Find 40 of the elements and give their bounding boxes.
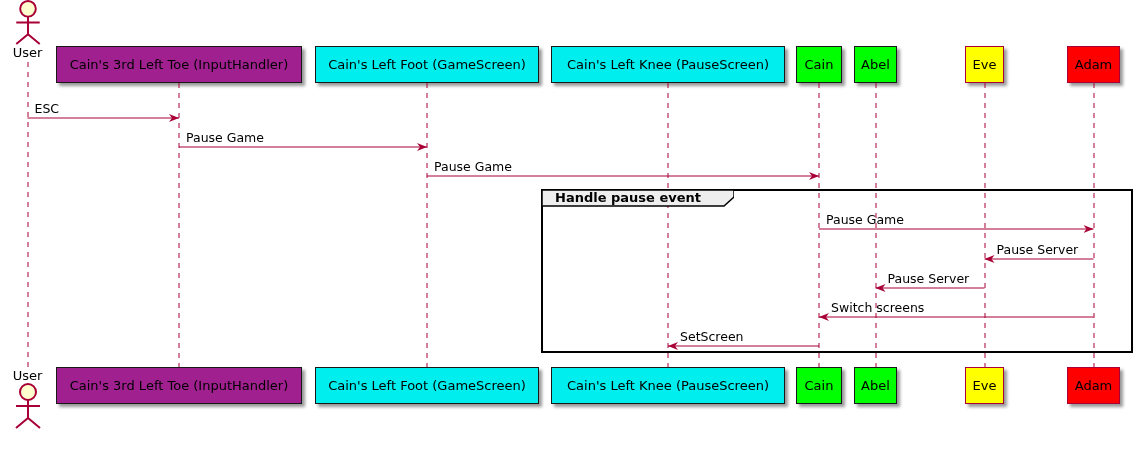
lifeline	[1092, 83, 1095, 367]
message-arrow	[984, 255, 1094, 263]
message-arrow	[27, 114, 180, 122]
actor-name: User	[12, 368, 43, 383]
participant-box: Cain's Left Knee (PauseScreen)	[551, 46, 785, 83]
participant-box: Cain's 3rd Left Toe (InputHandler)	[56, 367, 302, 404]
lifeline	[426, 83, 428, 367]
message-label: Pause Server	[887, 272, 970, 286]
participant-box: Abel	[854, 46, 897, 83]
message-arrow	[875, 284, 985, 292]
participant-box: Eve	[965, 367, 1004, 404]
participant-box: Cain's 3rd Left Toe (InputHandler)	[56, 46, 302, 83]
participant-box: Eve	[965, 46, 1004, 83]
message-arrow	[178, 143, 428, 151]
message-label: ESC	[34, 102, 60, 116]
participant-box: Cain's Left Knee (PauseScreen)	[551, 367, 785, 404]
message-label: Pause Game	[434, 160, 512, 174]
lifeline	[983, 83, 986, 367]
lifeline	[667, 83, 669, 367]
actor-name: User	[12, 45, 43, 60]
participant-box: Cain	[796, 46, 842, 83]
message-arrow	[818, 225, 1094, 233]
participant-box: Adam	[1067, 46, 1120, 83]
message-arrow	[426, 172, 820, 180]
lifeline	[26, 62, 29, 368]
participant-box: Cain's Left Foot (GameScreen)	[315, 46, 539, 83]
lifeline	[818, 83, 820, 367]
message-arrow	[667, 342, 820, 350]
participant-box: Cain	[796, 367, 842, 404]
group-title-tab: Handle pause event	[541, 189, 734, 207]
message-arrow	[818, 313, 1094, 321]
participant-box: Adam	[1067, 367, 1120, 404]
message-label: SetScreen	[680, 330, 744, 344]
message-label: Pause Server	[996, 243, 1079, 257]
participant-box: Cain's Left Foot (GameScreen)	[315, 367, 539, 404]
message-label: Pause Game	[826, 213, 904, 227]
message-label: Switch screens	[831, 301, 925, 315]
participant-box: Abel	[854, 367, 897, 404]
message-label: Pause Game	[186, 131, 264, 145]
lifeline	[178, 83, 180, 367]
